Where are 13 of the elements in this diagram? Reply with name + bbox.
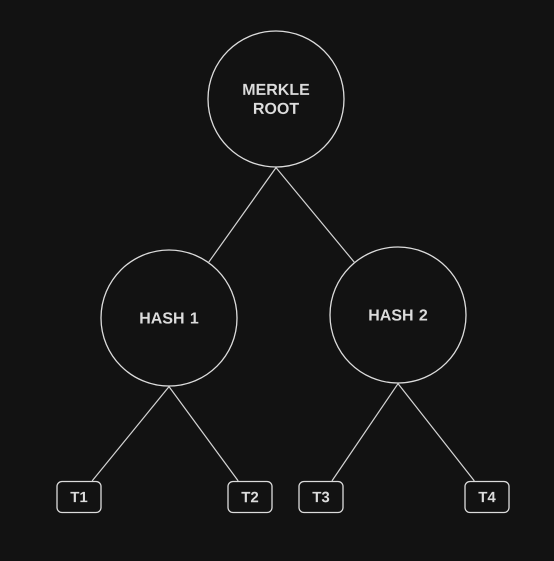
connector-line	[398, 383, 475, 482]
leaf-box: T2	[227, 480, 273, 514]
leaf-box: T4	[464, 480, 510, 514]
connector-line	[276, 167, 355, 262]
leaf-box: T1	[56, 480, 102, 514]
circle-node: MERKLE ROOT	[207, 30, 345, 168]
leaf-box: T3	[298, 480, 344, 514]
connector-line	[331, 383, 398, 482]
circle-node: HASH 2	[329, 246, 467, 384]
connector-line	[208, 167, 276, 262]
circle-node: HASH 1	[100, 249, 238, 387]
connector-line	[92, 386, 170, 482]
connector-line	[168, 386, 239, 482]
